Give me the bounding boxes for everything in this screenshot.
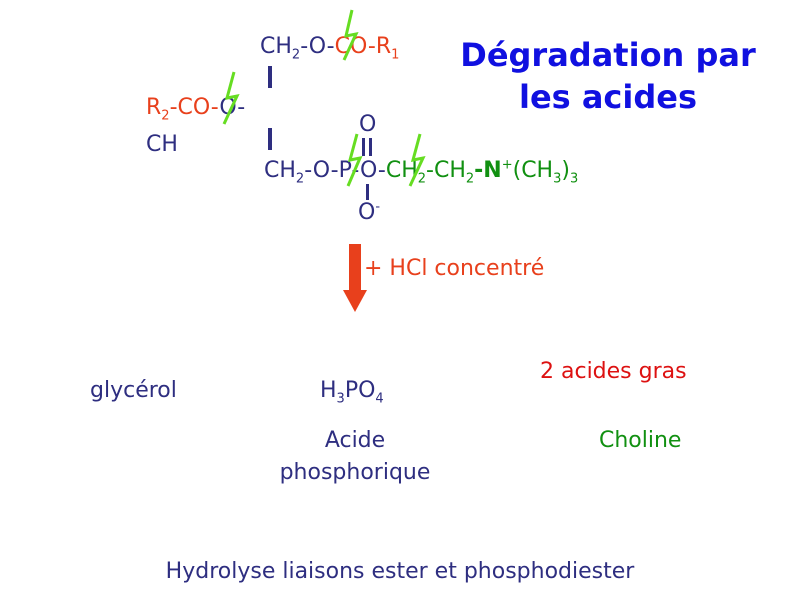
product-choline: Choline <box>599 428 682 453</box>
choline-group: CH2-CH2-N+(CH3)3 <box>385 157 579 187</box>
product-phosphoric-acid-name-2: phosphorique <box>279 460 431 485</box>
phosphoester-oxygen-1: -O- <box>304 158 339 183</box>
ch2-c3: CH2 <box>264 158 305 187</box>
p-o-single-bond <box>366 184 369 200</box>
phosphate-anion-oxygen: O- <box>358 199 381 225</box>
phosphoryl-oxygen: O <box>359 112 377 137</box>
product-phosphoric-acid-formula: H3PO4 <box>320 378 384 407</box>
cleavage-mark-ester-1 <box>342 9 359 61</box>
title-line-2: les acides <box>518 78 698 116</box>
product-fatty-acids: 2 acides gras <box>540 359 687 384</box>
phosphorus: P <box>338 158 352 183</box>
cleavage-mark-ester-2 <box>222 71 240 125</box>
cleavage-mark-phosphoester-2 <box>408 133 426 187</box>
ester-oxygen-1: -O- <box>300 34 335 59</box>
reaction-arrow-shaft <box>349 244 361 292</box>
double-bond-left <box>362 138 365 156</box>
reagent-label: + HCl concentré <box>364 256 545 281</box>
cleavage-mark-phosphoester-1 <box>346 133 363 187</box>
acyl-group-2: R2-CO- <box>146 95 220 124</box>
product-glycerol: glycérol <box>90 378 177 403</box>
reaction-arrow-head <box>343 290 367 312</box>
ch2-c1: CH2 <box>260 34 301 63</box>
phosphoester-oxygen-2: -O- <box>351 158 386 183</box>
ch-c2: CH <box>146 132 178 157</box>
glycerol-c3-group: CH2-O-P-O-CH2-CH2-N+(CH3)3 <box>264 157 579 187</box>
footer-caption: Hydrolyse liaisons ester et phosphodiest… <box>165 559 635 584</box>
backbone-bond-upper <box>268 66 272 88</box>
double-bond-right <box>369 138 372 156</box>
title-line-1: Dégradation par <box>460 36 756 74</box>
glycerol-c2-group: R2-CO-O- <box>146 95 245 124</box>
slide-title: Dégradation par les acides <box>438 34 778 118</box>
backbone-bond-lower <box>268 128 272 150</box>
product-phosphoric-acid-name-1: Acide <box>324 428 386 453</box>
